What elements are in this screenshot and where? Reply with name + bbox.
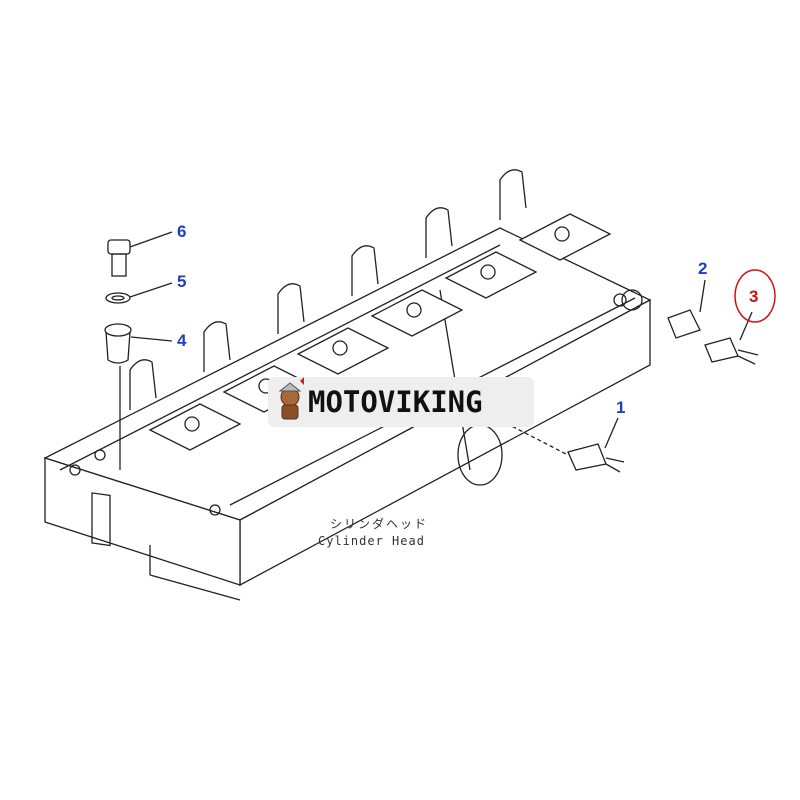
callout-4: 4: [177, 331, 187, 350]
part-label-english: Cylinder Head: [318, 534, 425, 548]
part-2-plug: [667, 279, 706, 339]
part-3-sensor: [704, 269, 776, 365]
valve-port-frame: [370, 289, 464, 337]
part-1-sensor: [499, 417, 625, 473]
watermark-brand: MOTOVIKING: [308, 385, 483, 419]
valve-port-frame: [518, 213, 612, 261]
rocker-tower: [203, 321, 231, 372]
part-6-plug: [107, 231, 173, 277]
callout-3: 3: [749, 287, 759, 306]
rocker-tower: [351, 245, 379, 296]
injector-bore: [480, 264, 496, 280]
rocker-tower: [277, 283, 305, 334]
part-4-plug: [104, 323, 173, 470]
rocker-tower: [129, 359, 157, 410]
viking-mascot-icon: [278, 377, 304, 420]
valve-port-frame: [148, 403, 242, 451]
callout-2: 2: [698, 259, 708, 278]
callout-6: 6: [177, 222, 187, 241]
watermark-banner: MOTOVIKING: [268, 377, 534, 427]
part-5-washer: [105, 282, 173, 304]
valve-port-frame: [444, 251, 538, 299]
callout-5: 5: [177, 272, 187, 291]
rocker-tower: [499, 169, 527, 220]
part-label-japanese: シリンダヘッド: [330, 517, 429, 531]
rocker-tower: [425, 207, 453, 258]
injector-bore: [332, 340, 348, 356]
injector-bore: [184, 416, 200, 432]
injector-bore: [406, 302, 422, 318]
callout-1: 1: [616, 398, 626, 417]
valve-port-frame: [296, 327, 390, 375]
injector-bore: [554, 226, 570, 242]
